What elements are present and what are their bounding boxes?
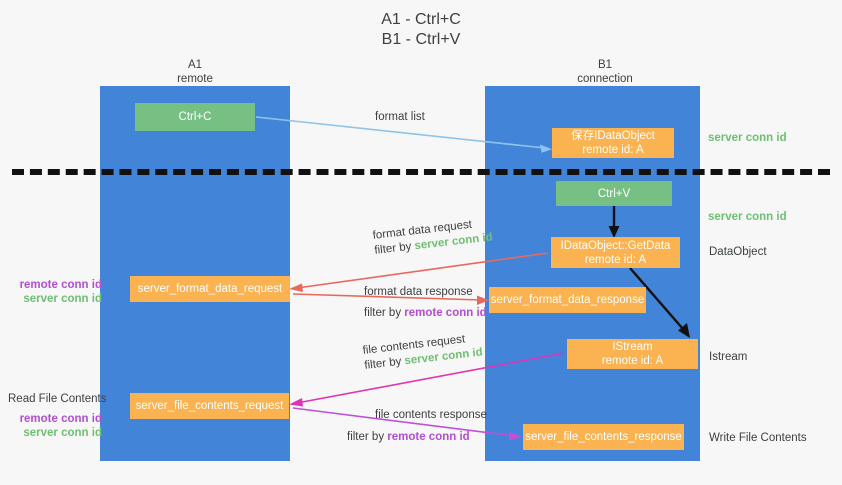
arrowhead-file-contents-request	[289, 398, 303, 407]
label-server-conn-id-mid: server conn id	[708, 211, 787, 223]
label-server-conn-id: server conn id	[23, 427, 102, 439]
node-server-format-data-request-label: server_format_data_request	[137, 283, 283, 295]
filter-prefix: filter by	[363, 355, 406, 372]
arrowhead-format-list	[540, 144, 552, 153]
column-b1-name: B1	[597, 59, 613, 71]
node-save-idataobject-remote-id: remote id: A	[582, 144, 644, 156]
column-header-b1: B1 connection	[525, 58, 685, 86]
filter-prefix: filter by	[373, 240, 416, 257]
title-line-2: B1 - Ctrl+V	[381, 31, 461, 48]
edge-label-file-contents-response-filter: filter by remote conn id	[347, 430, 487, 445]
column-a1-name: A1	[187, 59, 203, 71]
label-conn-ids-bottom: remote conn id server conn id	[10, 412, 102, 440]
edge-label-format-data-response-text: format data response	[364, 286, 473, 298]
arrow-format-data-response	[292, 293, 482, 301]
node-server-file-contents-request[interactable]: server_file_contents_request	[130, 393, 289, 419]
node-idataobject-getdata[interactable]: IDataObject::GetData remote id: A	[551, 237, 680, 268]
edge-label-format-data-response: format data response filter by remote co…	[364, 285, 487, 321]
node-ctrl-c-label: Ctrl+C	[178, 111, 212, 123]
arrowhead-format-data-request	[289, 283, 303, 292]
edge-label-format-list: format list	[375, 110, 425, 125]
edge-label-format-list-text: format list	[375, 111, 425, 123]
column-header-a1: A1 remote	[115, 58, 275, 86]
node-istream-remote-id: remote id: A	[601, 355, 664, 367]
page-title: A1 - Ctrl+C B1 - Ctrl+V	[0, 10, 842, 50]
label-istream: Istream	[709, 351, 748, 363]
arrow-file-contents-request	[296, 352, 565, 404]
node-server-file-contents-response[interactable]: server_file_contents_response	[523, 424, 684, 450]
filter-value-remote-conn-id: remote conn id	[387, 431, 470, 443]
title-line-1: A1 - Ctrl+C	[381, 11, 461, 28]
dashed-divider	[12, 169, 830, 175]
arrow-getdata-to-istream	[629, 267, 684, 330]
filter-prefix: filter by	[347, 431, 388, 443]
node-istream-title: IStream	[612, 341, 653, 353]
node-server-format-data-request[interactable]: server_format_data_request	[130, 276, 290, 302]
node-server-file-contents-response-label: server_file_contents_response	[525, 431, 682, 443]
node-idataobject-getdata-remote-id: remote id: A	[584, 253, 647, 266]
arrowhead-file-contents-response	[509, 431, 522, 441]
column-b1-role: connection	[577, 73, 633, 85]
node-save-idataobject[interactable]: 保存IDataObject remote id: A	[552, 128, 674, 158]
node-ctrl-c[interactable]: Ctrl+C	[135, 103, 255, 131]
node-istream[interactable]: IStream remote id: A	[567, 339, 698, 369]
filter-value-remote-conn-id: remote conn id	[404, 307, 487, 319]
label-conn-ids-top: remote conn id server conn id	[10, 278, 102, 306]
label-read-file-contents: Read File Contents	[8, 393, 107, 405]
arrowhead-getdata-to-istream	[678, 323, 690, 338]
label-write-file-contents: Write File Contents	[709, 432, 807, 444]
node-ctrl-v[interactable]: Ctrl+V	[556, 181, 672, 206]
node-idataobject-getdata-title: IDataObject::GetData	[560, 239, 671, 252]
edge-label-file-contents-response: file contents response filter by remote …	[347, 408, 487, 445]
arrow-file-contents-response	[292, 407, 515, 437]
label-remote-conn-id: remote conn id	[19, 279, 102, 291]
node-save-idataobject-title: 保存IDataObject	[571, 130, 655, 142]
node-ctrl-v-label: Ctrl+V	[597, 187, 631, 200]
label-server-conn-id: server conn id	[23, 293, 102, 305]
edge-label-file-contents-response-text: file contents response	[375, 409, 487, 421]
node-server-format-data-response[interactable]: server_format_data_response	[489, 287, 646, 313]
node-server-format-data-response-label: server_format_data_response	[490, 294, 645, 306]
label-dataobject: DataObject	[709, 246, 767, 258]
arrow-format-data-request	[296, 252, 549, 289]
arrow-format-list	[255, 116, 546, 149]
label-remote-conn-id: remote conn id	[19, 413, 102, 425]
column-a1-role: remote	[177, 73, 213, 85]
label-server-conn-id-top: server conn id	[708, 132, 787, 144]
node-server-file-contents-request-label: server_file_contents_request	[135, 400, 284, 412]
arrowhead-ctrlv-to-getdata	[608, 226, 620, 238]
edge-label-format-data-response-filter: filter by remote conn id	[364, 306, 487, 321]
filter-prefix: filter by	[364, 307, 405, 319]
arrowhead-format-data-response	[477, 295, 489, 305]
